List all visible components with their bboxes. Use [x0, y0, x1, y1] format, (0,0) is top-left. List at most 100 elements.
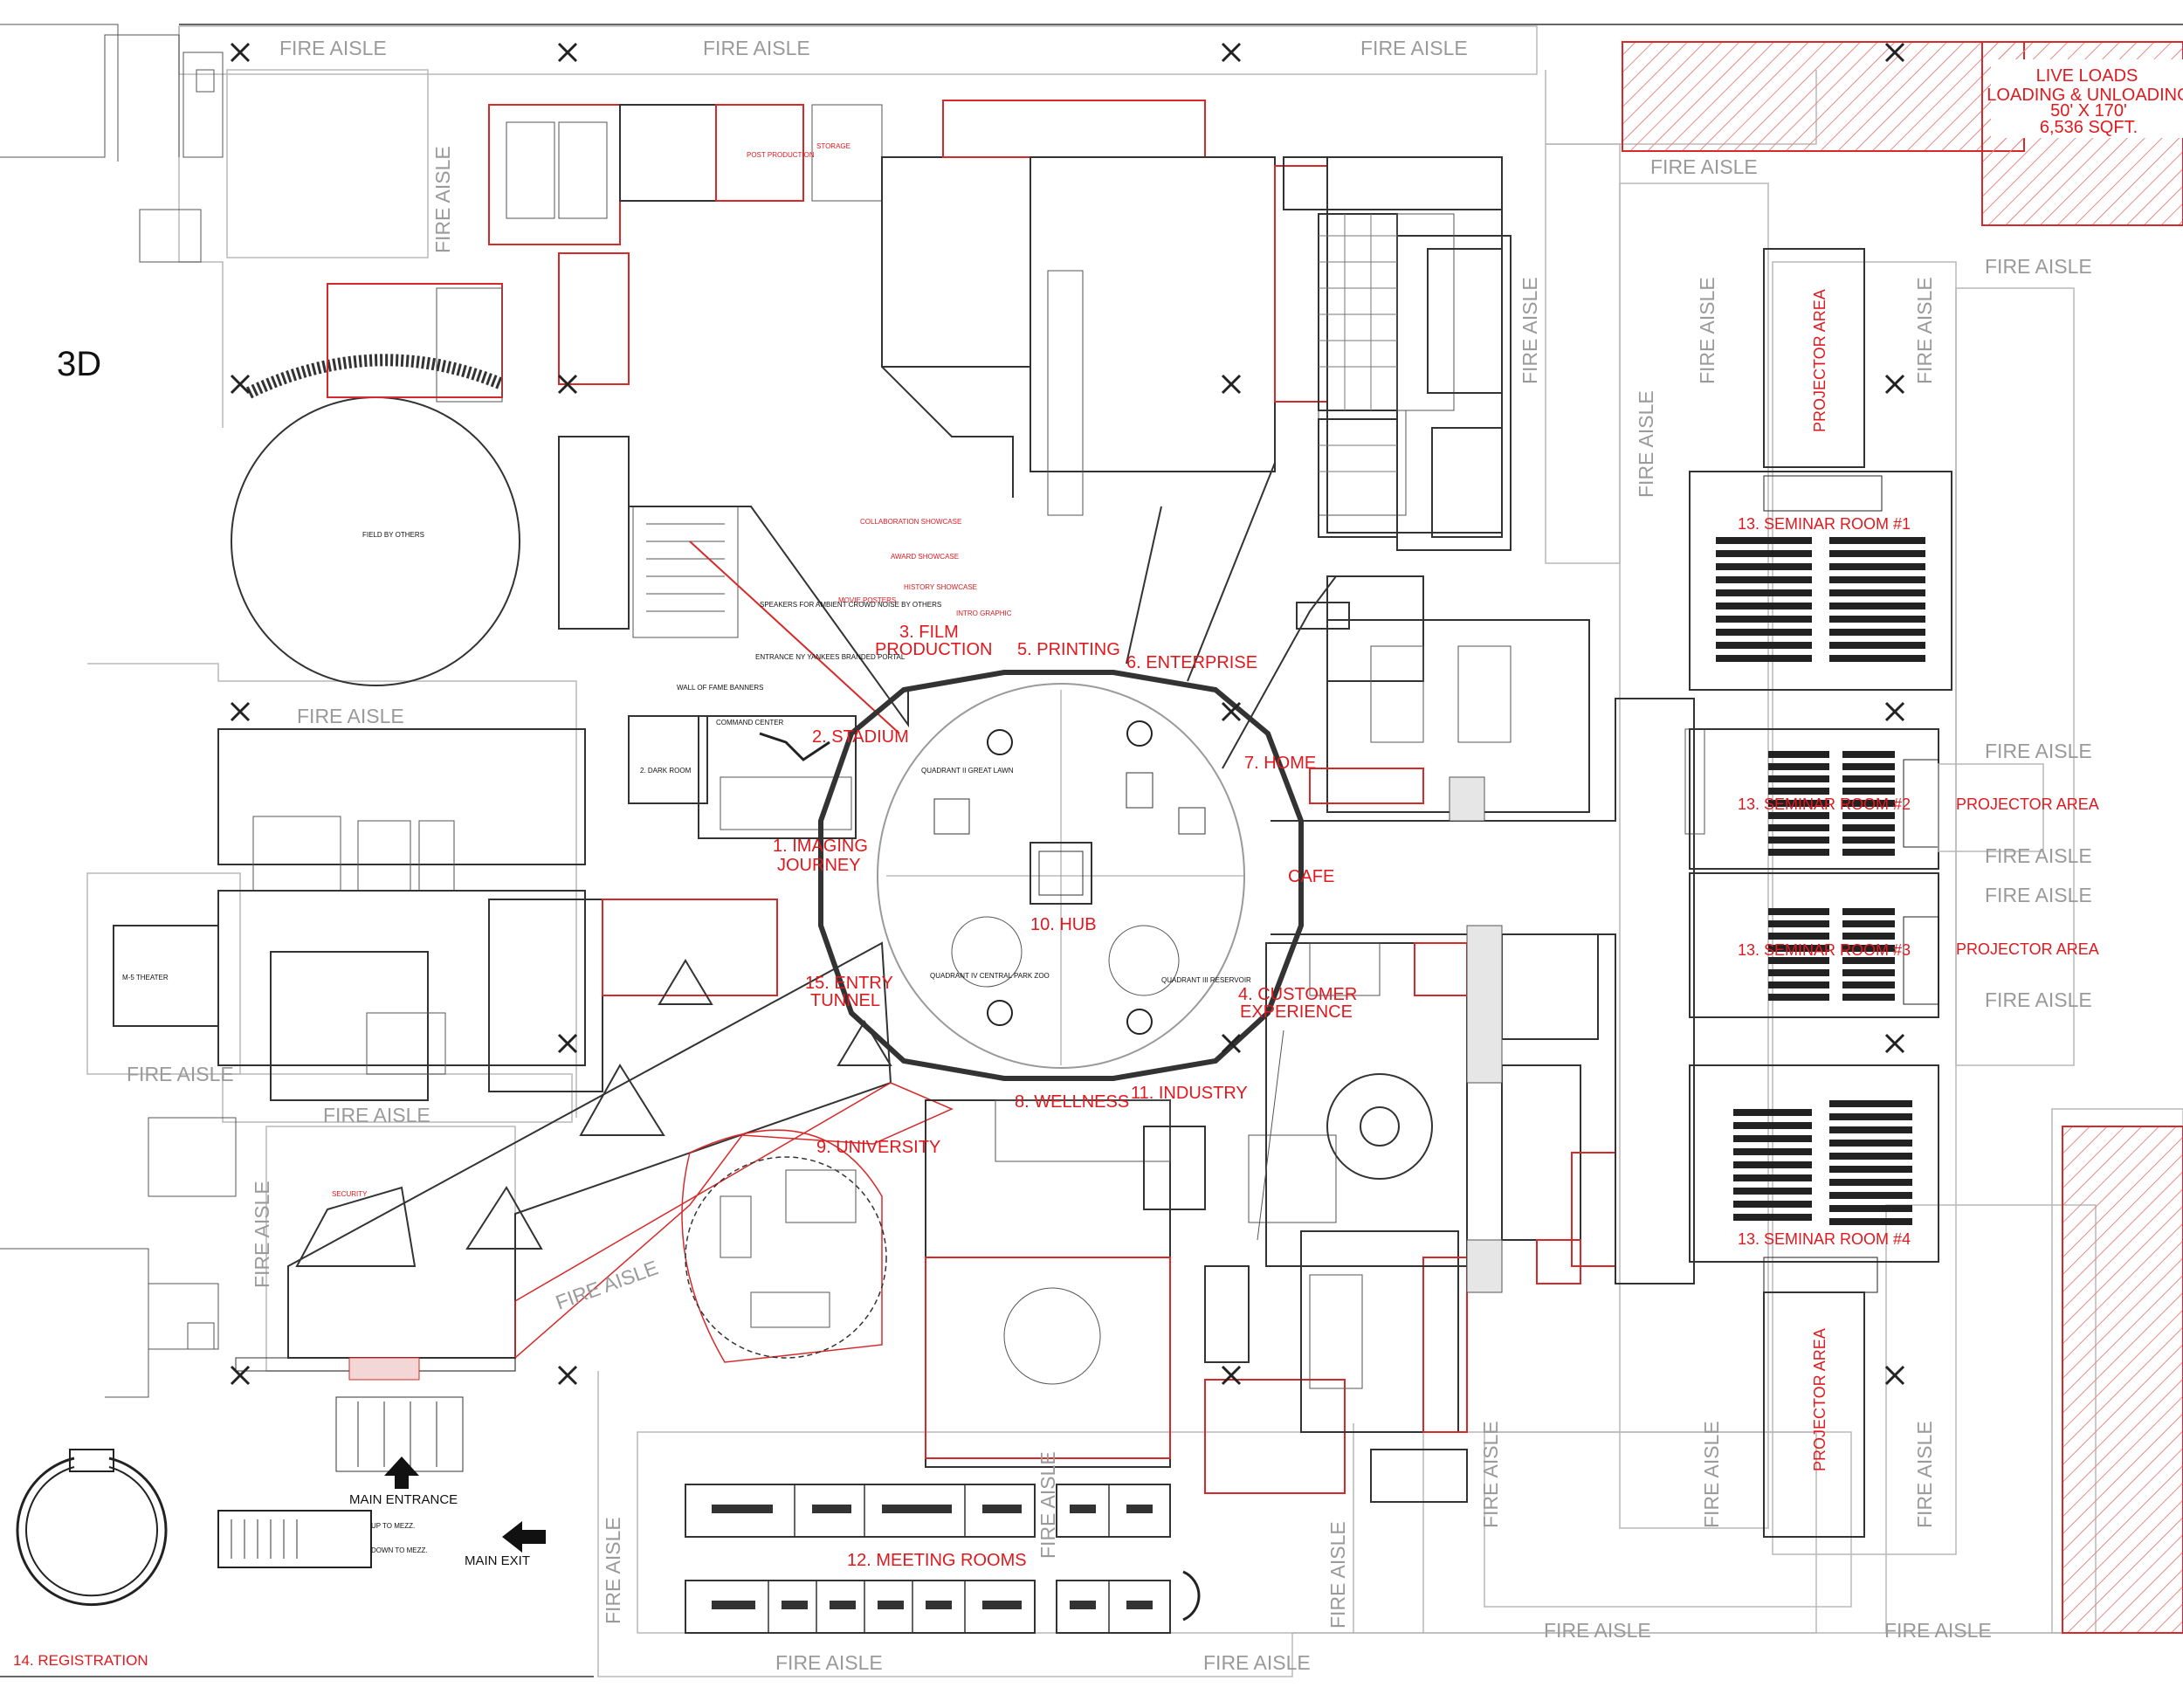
- zone-imaging-journey-2: JOURNEY: [777, 856, 861, 875]
- university-room: [681, 1129, 887, 1363]
- fire-aisle-label: FIRE AISLE: [1913, 277, 1936, 384]
- fire-aisle-label: FIRE AISLE: [1635, 390, 1657, 498]
- note-field: FIELD BY OTHERS: [362, 531, 424, 539]
- fire-aisle-label: FIRE AISLE: [1479, 1421, 1502, 1528]
- zone-meeting-rooms: 12. MEETING ROOMS: [847, 1551, 1027, 1570]
- live-loads-area: [1622, 41, 2183, 1634]
- note-quadrant-ii: QUADRANT II GREAT LAWN: [921, 767, 1014, 775]
- fire-aisle-label: FIRE AISLE: [1360, 37, 1468, 59]
- zone-stadium: 2. STADIUM: [812, 727, 909, 747]
- fire-aisle-label: FIRE AISLE: [1700, 1421, 1723, 1528]
- fire-aisle-label: FIRE AISLE: [1985, 255, 2092, 278]
- note-collab-showcase: COLLABORATION SHOWCASE: [860, 518, 961, 526]
- note-dark-room: 2. DARK ROOM: [640, 767, 692, 775]
- note-command-center: COMMAND CENTER: [716, 719, 784, 727]
- fire-aisle-label: FIRE AISLE: [1884, 1619, 1992, 1642]
- fire-aisle-boundaries: [86, 25, 2183, 1677]
- zone-projector-area: PROJECTOR AREA: [1811, 289, 1828, 432]
- zone-projector-area: PROJECTOR AREA: [1811, 1328, 1828, 1471]
- fire-aisle-label: FIRE AISLE: [775, 1651, 883, 1674]
- zone-hub: 10. HUB: [1030, 915, 1097, 934]
- cafe-corridor: [1271, 698, 1705, 1293]
- fire-aisle-label: FIRE AISLE: [1985, 988, 2092, 1011]
- central-hub: [818, 670, 1304, 1081]
- fire-aisle-label: FIRE AISLE: [1036, 1451, 1059, 1559]
- zone-entry-tunnel-2: TUNNEL: [810, 991, 880, 1010]
- enterprise-grid: [1283, 156, 1503, 630]
- entry-tunnel: [235, 941, 954, 1381]
- fire-aisle-label: FIRE AISLE: [1203, 1651, 1311, 1674]
- zone-industry: 11. INDUSTRY: [1131, 1084, 1248, 1103]
- imaging-hall: [113, 715, 857, 1101]
- live-loads-line-1: LIVE LOADS: [2036, 66, 2138, 86]
- note-award-showcase: AWARD SHOWCASE: [891, 553, 959, 561]
- note-down-to-mezz: DOWN TO MEZZ.: [371, 1546, 428, 1554]
- live-loads-line-2: LOADING & UNLOADING: [1987, 86, 2183, 105]
- note-labels: FIELD BY OTHERS WALL OF FAME BANNERS ENT…: [122, 142, 1251, 1554]
- note-theater: M-5 THEATER: [122, 974, 169, 981]
- fire-aisle-label: FIRE AISLE: [297, 705, 404, 727]
- fire-aisle-label: FIRE AISLE: [1985, 740, 2092, 762]
- note-up-to-mezz: UP TO MEZZ.: [371, 1522, 415, 1530]
- note-movie-posters: MOVIE POSTERS: [838, 596, 896, 604]
- note-storage: STORAGE: [816, 142, 850, 150]
- upper-rooms: [689, 100, 1512, 734]
- column-markers: [230, 42, 1905, 1386]
- note-intro-graphic: INTRO GRAPHIC: [956, 610, 1012, 617]
- zone-seminar-2: 13. SEMINAR ROOM #2: [1738, 795, 1911, 813]
- lower-rooms: [925, 933, 1616, 1503]
- zone-enterprise: 6. ENTERPRISE: [1126, 653, 1257, 672]
- zone-labels: 3. FILM PRODUCTION 5. PRINTING 6. ENTERP…: [13, 289, 2099, 1669]
- live-loads-line-3: 50' X 170': [2050, 101, 2127, 121]
- fire-aisle-label: FIRE AISLE: [1544, 1619, 1651, 1642]
- fire-aisle-label: FIRE AISLE: [279, 37, 387, 59]
- fire-aisle-label: FIRE AISLE: [1985, 844, 2092, 867]
- zone-film-production-1: 3. FILM: [899, 623, 959, 642]
- zone-home: 7. HOME: [1244, 754, 1316, 773]
- zone-wellness: 8. WELLNESS: [1015, 1092, 1129, 1112]
- fire-aisle-label: FIRE AISLE: [1326, 1521, 1349, 1629]
- fire-aisle-label: FIRE AISLE: [431, 146, 454, 253]
- zone-seminar-1: 13. SEMINAR ROOM #1: [1738, 515, 1911, 533]
- fire-aisle-label: FIRE AISLE: [1913, 1421, 1936, 1528]
- zone-entry-tunnel-1: 15. ENTRY: [805, 974, 893, 993]
- zone-projector-area: PROJECTOR AREA: [1956, 940, 2099, 958]
- seminar-rooms: [1689, 248, 2044, 1538]
- note-wall-of-fame: WALL OF FAME BANNERS: [677, 684, 763, 692]
- zone-university: 9. UNIVERSITY: [816, 1138, 940, 1157]
- fire-aisle-label: FIRE AISLE: [1985, 884, 2092, 906]
- zone-customer-experience-2: EXPERIENCE: [1240, 1002, 1353, 1022]
- seating-blocks: [1716, 537, 1925, 1225]
- building-shell: [0, 24, 2183, 1677]
- home-rooms: [1222, 575, 1590, 813]
- zone-film-production-2: PRODUCTION: [875, 640, 992, 659]
- main-entrance-label: MAIN ENTRANCE: [349, 1492, 458, 1507]
- zone-printing: 5. PRINTING: [1017, 640, 1120, 659]
- fire-aisle-label: FIRE AISLE: [703, 37, 810, 59]
- fire-aisle-label: FIRE AISLE: [1518, 277, 1541, 384]
- zone-projector-area: PROJECTOR AREA: [1956, 795, 2099, 813]
- note-quadrant-iv: QUADRANT IV CENTRAL PARK ZOO: [930, 972, 1050, 980]
- fire-aisle-label: FIRE AISLE: [1696, 277, 1718, 384]
- zone-seminar-3: 13. SEMINAR ROOM #3: [1738, 941, 1911, 959]
- note-security: SECURITY: [332, 1190, 368, 1198]
- fire-aisle-label: FIRE AISLE: [251, 1181, 273, 1288]
- fire-aisle-label: FIRE AISLE: [127, 1063, 234, 1085]
- fire-aisle-label: FIRE AISLE: [323, 1104, 430, 1126]
- main-exit-label: MAIN EXIT: [465, 1553, 530, 1568]
- fire-aisle-label: FIRE AISLE: [602, 1517, 624, 1624]
- fire-aisle-label: FIRE AISLE: [553, 1256, 661, 1313]
- stadium-field: [231, 104, 909, 728]
- note-speakers: SPEAKERS FOR AMBIENT CROWD NOISE BY OTHE…: [760, 601, 941, 609]
- meeting-rooms: [685, 1484, 1171, 1634]
- live-loads-line-4: 6,536 SQFT.: [2040, 118, 2138, 137]
- zone-seminar-4: 13. SEMINAR ROOM #4: [1738, 1230, 1911, 1248]
- zone-registration: 14. REGISTRATION: [13, 1652, 148, 1669]
- note-quadrant-iii: QUADRANT III RESERVOIR: [1161, 976, 1251, 984]
- view-label: 3D: [57, 345, 101, 383]
- note-entrance-portal: ENTRANCE NY YANKEES BRANDED PORTAL: [755, 653, 906, 661]
- zone-cafe: CAFE: [1288, 867, 1334, 886]
- live-loads-label: LIVE LOADS LOADING & UNLOADING 50' X 170…: [1987, 66, 2183, 137]
- fire-aisle-label: FIRE AISLE: [1650, 155, 1758, 178]
